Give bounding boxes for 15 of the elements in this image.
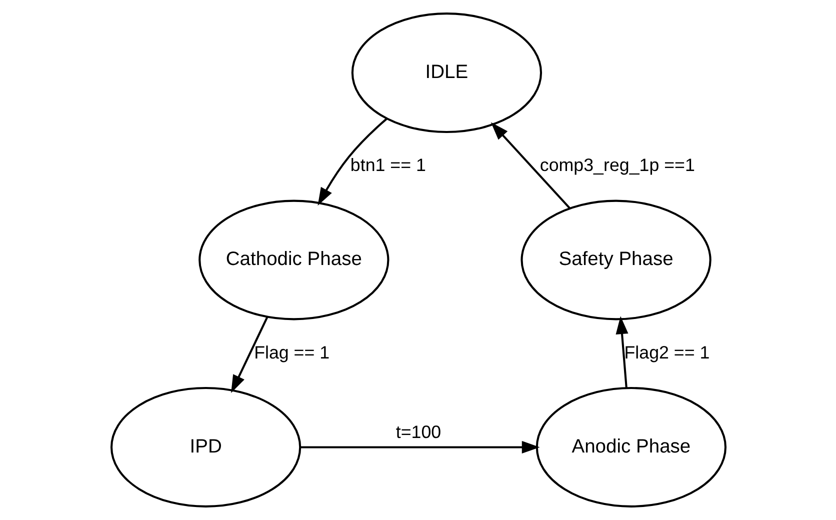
node-ellipse: IDLE bbox=[350, 12, 542, 133]
node-ellipse: IPD bbox=[110, 387, 301, 508]
edge-label: Flag2 == 1 bbox=[624, 342, 710, 362]
arrow bbox=[615, 316, 628, 388]
edge-label: btn1 == 1 bbox=[350, 155, 426, 176]
arrow bbox=[490, 122, 570, 209]
node-ellipse: Cathodic Phase bbox=[198, 200, 389, 320]
edge-label: Flag == 1 bbox=[254, 342, 330, 362]
node-ellipse: Safety Phase bbox=[520, 200, 711, 320]
edge-label: t=100 bbox=[395, 422, 441, 442]
arrow bbox=[317, 118, 387, 206]
arrow bbox=[230, 316, 268, 394]
node-ellipse: Anodic Phase bbox=[535, 387, 726, 508]
edge-label: comp3_reg_1p ==1 bbox=[539, 155, 694, 176]
arrow bbox=[300, 440, 540, 454]
